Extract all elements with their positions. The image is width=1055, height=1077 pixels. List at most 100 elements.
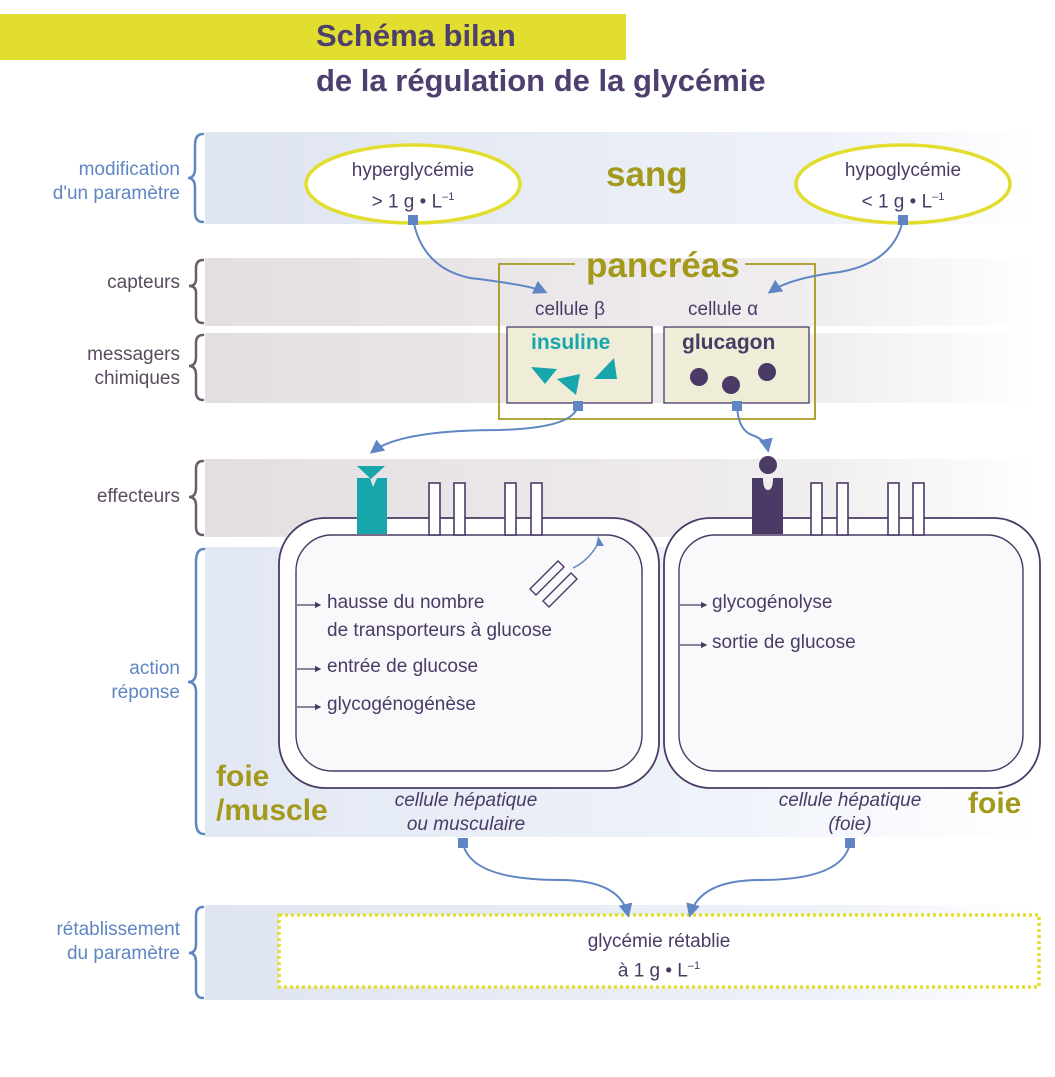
connector-square xyxy=(732,401,742,411)
insuline-label: insuline xyxy=(531,331,611,354)
insulin-molecule xyxy=(531,367,557,384)
row-label-text: chimiques xyxy=(94,368,180,389)
hypoglycemie-label: hypoglycémie < 1 g • L–1 xyxy=(796,157,1010,215)
membrane-protein xyxy=(887,482,900,536)
beta-cell-box xyxy=(506,326,653,404)
caption-text: (foie) xyxy=(828,814,872,835)
title-line2: de la régulation de la glycémie xyxy=(316,63,766,98)
row-label-capteurs: capteurs xyxy=(107,272,180,293)
brace-retablissement xyxy=(188,905,205,1000)
row-label-text: modification xyxy=(78,159,180,180)
row-label-text: d'un paramètre xyxy=(52,183,180,204)
membrane-protein xyxy=(428,482,441,536)
row-label-text: réponse xyxy=(111,682,180,703)
row-label-text: action xyxy=(129,658,180,679)
row-label-effecteurs: effecteurs xyxy=(96,486,180,507)
caption-right: cellule hépatique (foie) xyxy=(750,789,950,837)
result-text: glycémie rétablie xyxy=(587,931,731,952)
exponent: –1 xyxy=(932,191,945,203)
action-glycogenolyse: glycogénolyse xyxy=(712,592,833,613)
cell-beta-label: cellule β xyxy=(535,299,606,320)
action-glycogenogenese: glycogénogénèse xyxy=(327,694,476,715)
row-label-text: rétablissement xyxy=(56,919,180,940)
insulin-molecule xyxy=(594,358,617,379)
connector-square xyxy=(573,401,583,411)
connector-square xyxy=(408,215,418,225)
membrane-protein xyxy=(912,482,925,536)
insulin-molecule xyxy=(557,374,580,395)
cell-alpha-label: cellule α xyxy=(688,299,759,320)
organ-label-left: foie /muscle xyxy=(216,760,328,828)
connector-square xyxy=(458,838,468,848)
caption-text: cellule hépatique xyxy=(778,790,922,811)
brace-action xyxy=(187,547,206,836)
title-line1: Schéma bilan xyxy=(316,18,516,53)
row-label-action: action réponse xyxy=(0,657,180,705)
brace-capteurs xyxy=(188,258,205,325)
action-hausse: hausse du nombre xyxy=(327,592,485,613)
membrane-protein xyxy=(530,482,543,536)
membrane-protein xyxy=(810,482,823,536)
connector-square xyxy=(898,215,908,225)
insulin-bound xyxy=(357,466,385,479)
sang-label: sang xyxy=(606,155,688,194)
ellipse-value-text: < 1 g • L xyxy=(861,191,933,213)
organ-label-text: foie xyxy=(216,760,270,793)
membrane-protein xyxy=(836,482,849,536)
left-cell-inner xyxy=(295,534,643,772)
ellipse-value: > 1 g • L–1 xyxy=(306,184,520,215)
ellipse-text: hyperglycémie xyxy=(351,160,475,181)
glucagon-bound xyxy=(759,456,777,474)
transporter-vesicle xyxy=(529,560,565,596)
result-label: glycémie rétablie à 1 g • L–1 xyxy=(559,929,759,983)
caption-left: cellule hépatique ou musculaire xyxy=(366,789,566,837)
exponent: –1 xyxy=(442,191,455,203)
ellipse-text: hypoglycémie xyxy=(844,160,962,181)
insulin-receptor xyxy=(357,478,387,534)
arrow-insulin-to-receptor xyxy=(369,404,579,454)
row-label-retablissement: rétablissement du paramètre xyxy=(0,918,180,966)
ellipse-value-text: > 1 g • L xyxy=(371,191,443,213)
row-label-text: messagers xyxy=(87,344,180,365)
title-bar xyxy=(0,14,626,60)
action-entree-glucose: entrée de glucose xyxy=(327,656,479,677)
row-label-text: du paramètre xyxy=(66,943,180,964)
ellipse-value: < 1 g • L–1 xyxy=(796,184,1010,215)
glucagon-label: glucagon xyxy=(682,331,776,354)
caption-text: ou musculaire xyxy=(406,814,526,835)
brace-modification xyxy=(187,132,205,224)
pancreas-label: pancréas xyxy=(586,246,740,285)
band-capteurs xyxy=(205,258,1035,326)
action-sortie-glucose: sortie de glucose xyxy=(712,632,856,653)
transporter-vesicle xyxy=(542,572,578,608)
organ-label-right: foie xyxy=(968,787,1022,820)
right-cell-inner xyxy=(678,534,1024,772)
exponent: –1 xyxy=(687,960,701,972)
result-box xyxy=(277,913,1041,989)
arrow-left-cell-to-result xyxy=(462,842,633,918)
pancreas-frame xyxy=(498,263,816,420)
brace-effecteurs xyxy=(188,459,205,537)
arrow-hyper-to-beta xyxy=(412,218,548,294)
glucagon-molecule xyxy=(690,368,708,386)
membrane-protein xyxy=(453,482,466,536)
organ-label-text: /muscle xyxy=(216,794,328,827)
glucagon-receptor xyxy=(752,478,783,534)
membrane-protein xyxy=(504,482,517,536)
connector-square xyxy=(845,838,855,848)
row-label-messagers: messagers chimiques xyxy=(0,343,180,391)
arrow-right-cell-to-result xyxy=(686,842,851,918)
result-value: à 1 g • L–1 xyxy=(559,954,759,983)
glucagon-molecule xyxy=(758,363,776,381)
arrow-glucagon-to-receptor xyxy=(736,404,773,453)
brace-messagers xyxy=(188,333,205,402)
glucagon-molecule xyxy=(722,376,740,394)
arrow-hypo-to-alpha xyxy=(767,218,904,294)
action-transporteurs: de transporteurs à glucose xyxy=(327,620,552,641)
row-label-modification: modification d'un paramètre xyxy=(0,158,180,206)
hyperglycemie-label: hyperglycémie > 1 g • L–1 xyxy=(306,157,520,215)
caption-text: cellule hépatique xyxy=(394,790,538,811)
result-value-text: à 1 g • L xyxy=(617,960,688,982)
